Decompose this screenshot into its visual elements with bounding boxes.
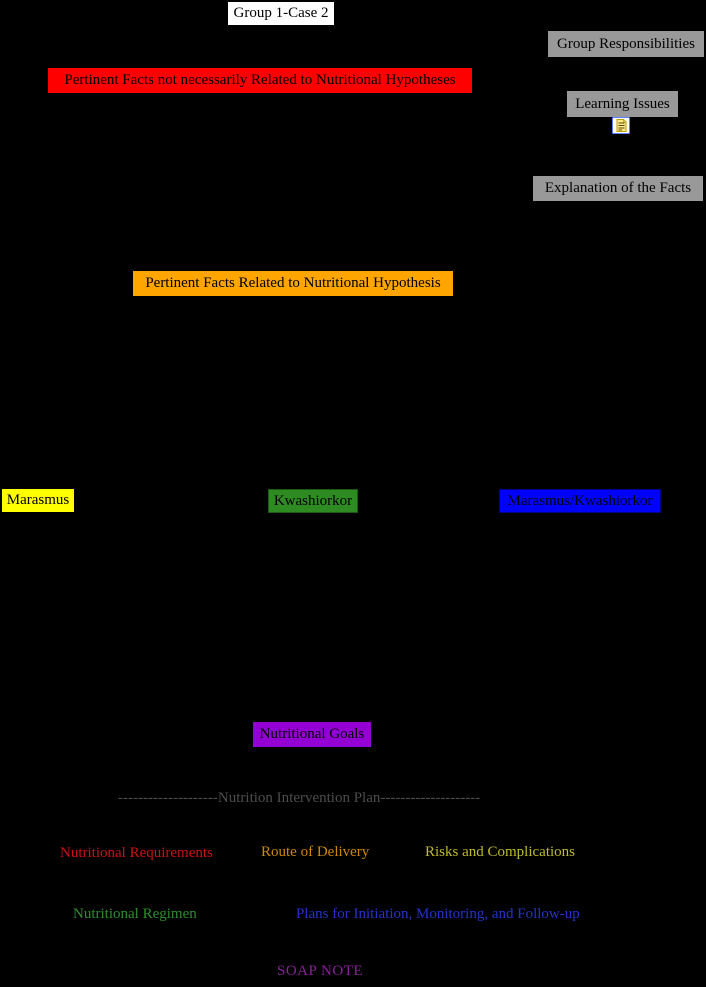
node-marasmus[interactable]: Marasmus bbox=[2, 489, 74, 512]
label-plans-for-initiation-monitoring-follow-up[interactable]: Plans for Initiation, Monitoring, and Fo… bbox=[296, 906, 580, 922]
node-kwashiorkor[interactable]: Kwashiorkor bbox=[268, 489, 358, 513]
node-group-1-case-2[interactable]: Group 1-Case 2 bbox=[228, 2, 334, 25]
node-pertinent-facts-related[interactable]: Pertinent Facts Related to Nutritional H… bbox=[133, 271, 453, 296]
node-marasmus-kwashiorkor[interactable]: Marasmus/Kwashiorkor bbox=[499, 489, 661, 513]
node-pertinent-facts-not-related[interactable]: Pertinent Facts not necessarily Related … bbox=[48, 68, 472, 93]
node-explanation-of-the-facts[interactable]: Explanation of the Facts bbox=[533, 176, 703, 201]
label-route-of-delivery[interactable]: Route of Delivery bbox=[261, 844, 370, 860]
node-group-responsibilities[interactable]: Group Responsibilities bbox=[548, 31, 704, 57]
label-nutritional-regimen[interactable]: Nutritional Regimen bbox=[73, 906, 197, 922]
label-risks-and-complications[interactable]: Risks and Complications bbox=[425, 844, 575, 860]
label-nutritional-requirements[interactable]: Nutritional Requirements bbox=[60, 845, 213, 861]
node-learning-issues[interactable]: Learning Issues bbox=[567, 91, 678, 117]
node-nutritional-goals[interactable]: Nutritional Goals bbox=[253, 722, 371, 747]
label-soap-note[interactable]: SOAP NOTE bbox=[277, 963, 364, 979]
note-icon[interactable] bbox=[612, 117, 630, 134]
label-nutrition-intervention-plan[interactable]: --------------------Nutrition Interventi… bbox=[118, 790, 481, 806]
